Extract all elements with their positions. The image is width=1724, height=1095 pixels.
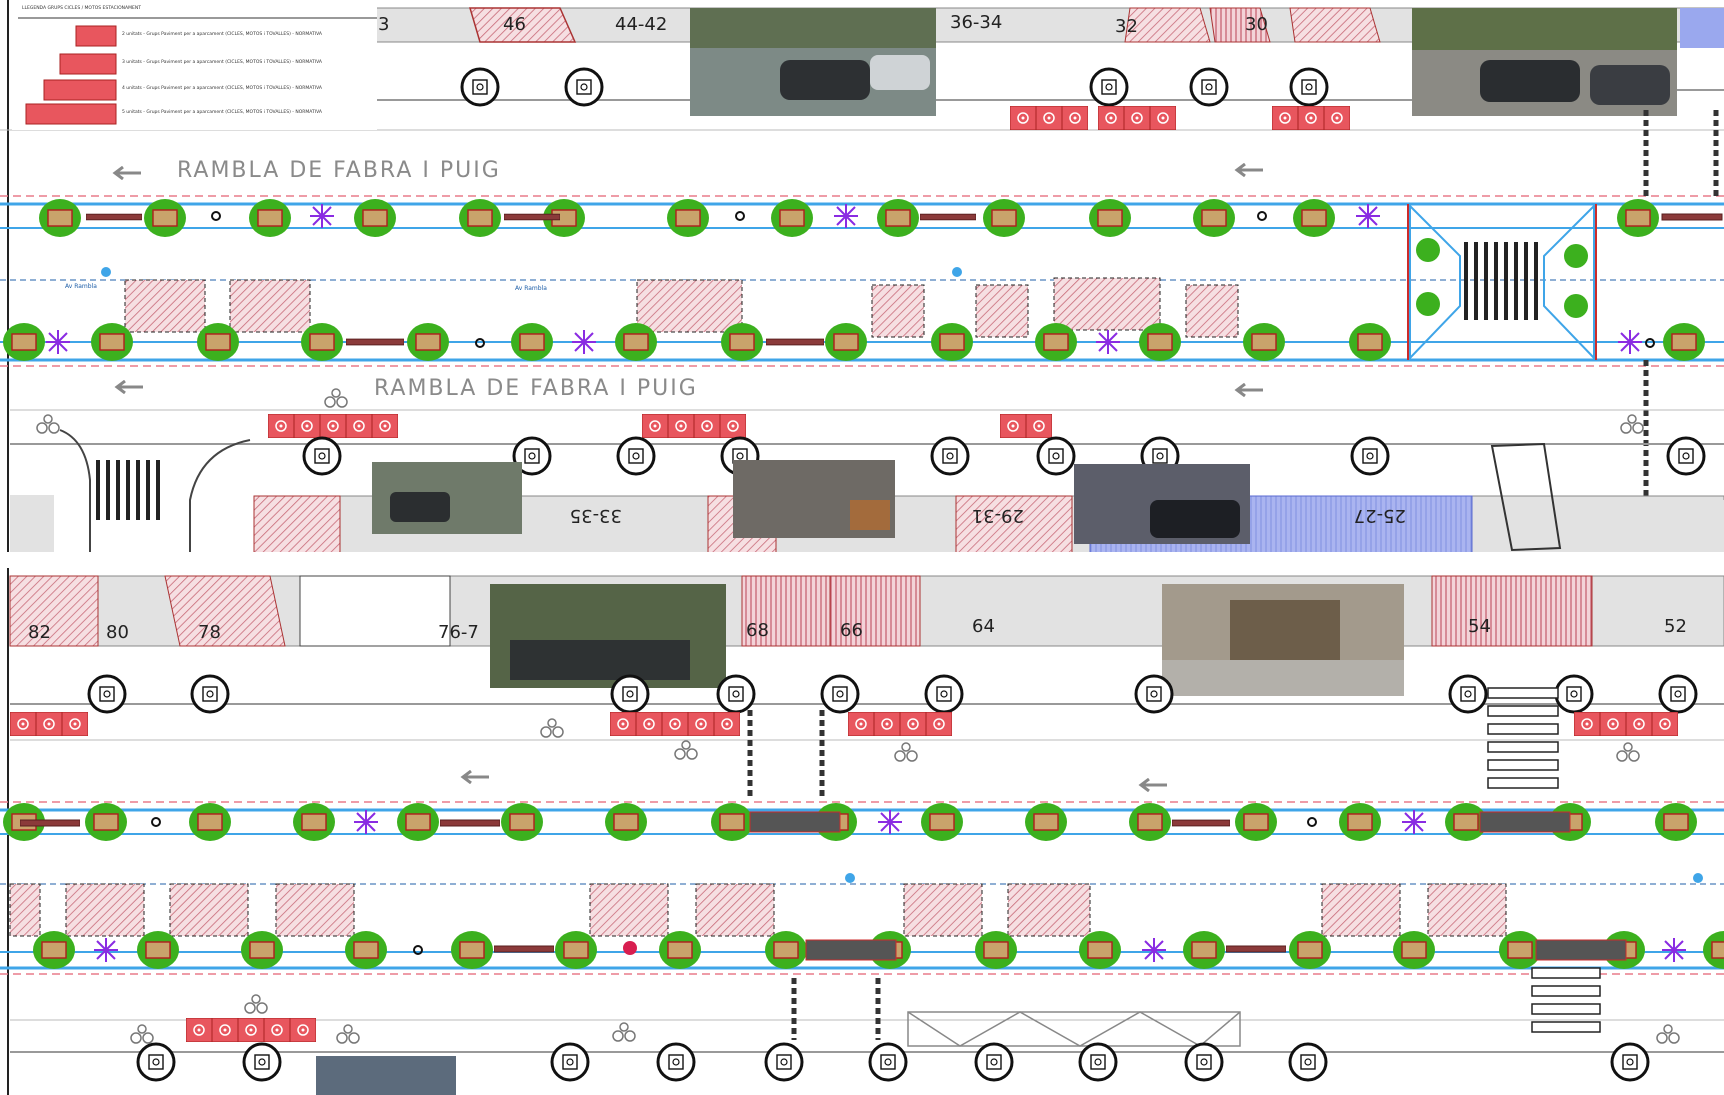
house-number-fragment: 3 bbox=[378, 14, 389, 35]
house-number-64: 64 bbox=[972, 616, 995, 637]
house-number-52: 52 bbox=[1664, 616, 1687, 637]
house-number-68: 68 bbox=[746, 620, 769, 641]
svg-text:Av Rambla: Av Rambla bbox=[65, 283, 97, 290]
street-photo-3 bbox=[372, 462, 522, 534]
lower-building-row bbox=[9, 575, 1724, 647]
street-name-lower: RAMBLA DE FABRA I PUIG bbox=[374, 376, 698, 401]
house-number-33-35: 33-35 bbox=[570, 505, 622, 526]
house-number-25-27: 25-27 bbox=[1354, 505, 1406, 526]
house-number-44-42: 44-42 bbox=[615, 14, 667, 35]
legend-title: LLEGENDA GRUPS CICLES / MOTOS ESTACIONAM… bbox=[22, 5, 141, 11]
house-number-82: 82 bbox=[28, 622, 51, 643]
street-photo-2 bbox=[1412, 8, 1677, 116]
street-photo-7 bbox=[1162, 584, 1404, 696]
house-number-54: 54 bbox=[1468, 616, 1491, 637]
rambla-upper: Av Rambla Av Rambla bbox=[0, 110, 1724, 520]
legend-row-3: 3 unitats - Grups Paviment per a aparcam… bbox=[122, 59, 323, 65]
rambla-plaza-crossing bbox=[1407, 203, 1597, 361]
house-number-29-31: 29-31 bbox=[972, 505, 1024, 526]
street-photo-5 bbox=[1074, 464, 1250, 544]
svg-text:Av Rambla: Av Rambla bbox=[515, 285, 547, 292]
legend-row-4: 4 unitats - Grups Paviment per a aparcam… bbox=[122, 85, 323, 91]
street-photo-8 bbox=[316, 1056, 456, 1095]
house-number-30: 30 bbox=[1245, 14, 1268, 35]
street-photo-1 bbox=[690, 8, 936, 116]
house-number-76-7: 76-7 bbox=[438, 622, 479, 643]
house-number-46: 46 bbox=[503, 14, 526, 35]
street-name-upper: RAMBLA DE FABRA I PUIG bbox=[177, 158, 501, 183]
legend-row-2: 2 unitats - Grups Paviment per a aparcam… bbox=[122, 31, 323, 37]
rambla-lower bbox=[0, 801, 1724, 975]
house-number-36-34: 36-34 bbox=[950, 12, 1002, 33]
street-photo-6 bbox=[490, 584, 726, 688]
legend-box: LLEGENDA GRUPS CICLES / MOTOS ESTACIONAM… bbox=[12, 0, 377, 130]
house-number-66: 66 bbox=[840, 620, 863, 641]
house-number-80: 80 bbox=[106, 622, 129, 643]
legend-row-5: 5 unitats - Grups Paviment per a aparcam… bbox=[122, 109, 323, 115]
house-number-78: 78 bbox=[198, 622, 221, 643]
street-photo-4 bbox=[733, 460, 895, 538]
house-number-32: 32 bbox=[1115, 16, 1138, 37]
